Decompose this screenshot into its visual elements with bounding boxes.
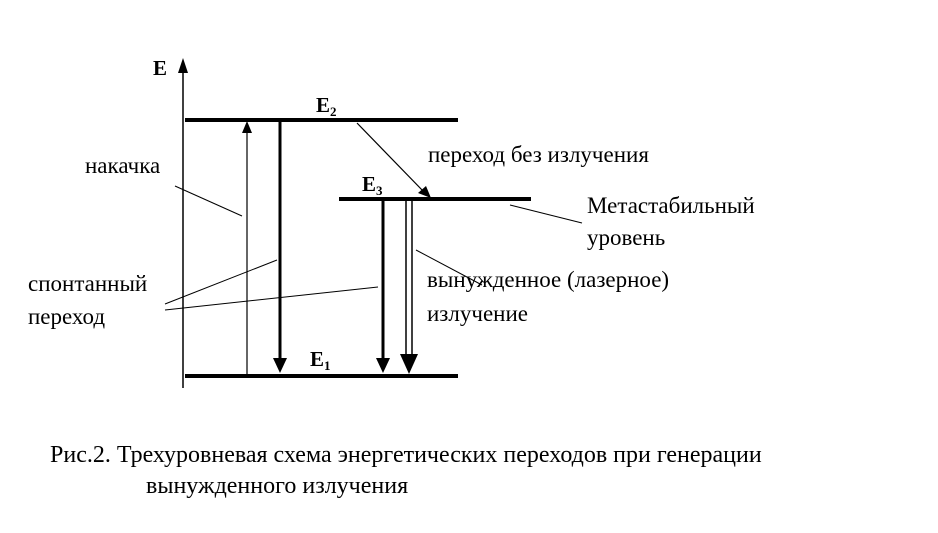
stimulated-leader bbox=[415, 249, 483, 286]
level-e3-label: E3 bbox=[362, 172, 383, 198]
energy-axis-arrowhead bbox=[178, 58, 188, 73]
level-e1-label: E1 bbox=[310, 347, 331, 373]
spontaneous-leader-2 bbox=[164, 286, 379, 311]
nonradiative-arrow bbox=[356, 122, 425, 193]
caption-line-1: Рис.2. Трехуровневая схема энергетически… bbox=[50, 442, 762, 468]
nonradiative-label: переход без излучения bbox=[428, 142, 649, 167]
spontaneous-arrowhead-e3-e1 bbox=[376, 358, 390, 373]
pump-leader bbox=[174, 185, 243, 217]
stimulated-label-line1: вынужденное (лазерное) bbox=[427, 267, 669, 292]
metastable-label-line2: уровень bbox=[587, 225, 665, 250]
pump-arrowhead bbox=[242, 121, 252, 133]
spontaneous-arrowhead-e2-e1 bbox=[273, 358, 287, 373]
figure-caption: Рис.2. Трехуровневая схема энергетически… bbox=[50, 440, 910, 502]
energy-axis-label: E bbox=[153, 56, 167, 80]
level-e2-label: E2 bbox=[316, 93, 337, 119]
metastable-leader bbox=[509, 204, 583, 224]
nonradiative-arrowhead bbox=[418, 186, 431, 198]
spontaneous-leader-1 bbox=[164, 259, 278, 305]
stimulated-label-line2: излучение bbox=[427, 301, 528, 326]
stimulated-arrowhead bbox=[400, 354, 418, 374]
pump-label: накачка bbox=[85, 153, 160, 178]
caption-line-2: вынужденного излучения bbox=[146, 473, 409, 499]
metastable-label-line1: Метастабильный bbox=[587, 193, 755, 218]
spontaneous-label-line2: переход bbox=[28, 304, 105, 329]
spontaneous-label-line1: спонтанный bbox=[28, 271, 147, 296]
